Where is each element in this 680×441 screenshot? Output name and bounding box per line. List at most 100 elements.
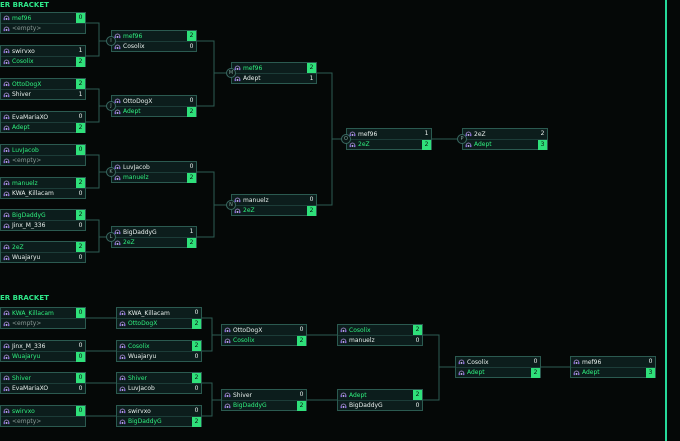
player-slot[interactable]: <empty>	[1, 416, 85, 426]
player-slot[interactable]: <empty>	[1, 23, 85, 33]
player-name: mef96	[358, 130, 378, 138]
player-slot[interactable]: <empty>	[1, 155, 85, 165]
player-name: 2eZ	[358, 141, 370, 148]
player-name: Shiver	[128, 374, 147, 382]
headset-avatar-icon	[3, 180, 10, 186]
match-badge: K	[106, 167, 116, 177]
player-score: 0	[78, 254, 83, 261]
player-slot[interactable]: <empty>	[1, 318, 85, 328]
headset-avatar-icon	[458, 370, 465, 375]
connector-line	[317, 72, 346, 140]
player-name: Adept	[467, 369, 485, 376]
player-score: 3	[538, 140, 547, 150]
